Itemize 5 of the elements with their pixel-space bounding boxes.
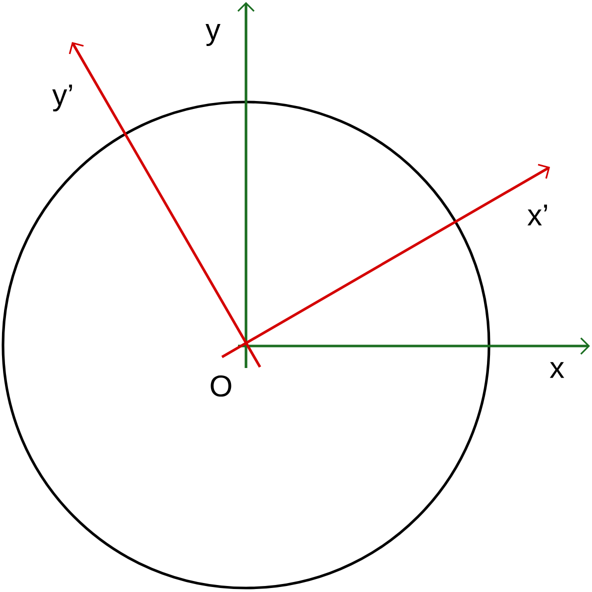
axis-label: x’ <box>528 204 547 226</box>
origin-label: O <box>210 375 232 397</box>
axis-label: x <box>550 362 564 378</box>
axis-label: y <box>206 24 220 46</box>
axis-label: y’ <box>52 84 72 112</box>
